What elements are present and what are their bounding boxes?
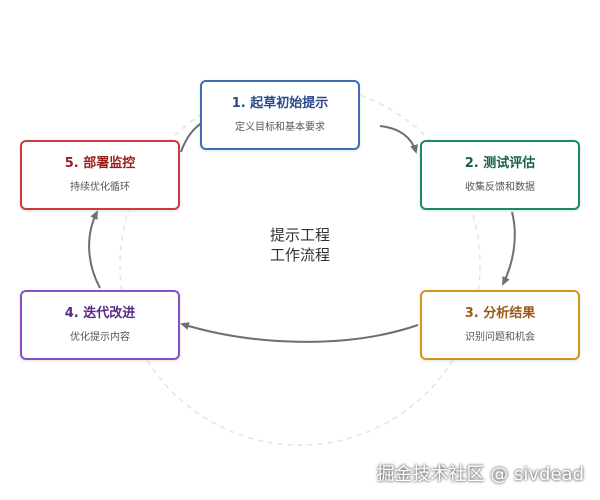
step-3-box: 3. 分析结果 识别问题和机会 xyxy=(420,290,580,360)
step-2-box: 2. 测试评估 收集反馈和数据 xyxy=(420,140,580,210)
step-5-title: 5. 部署监控 xyxy=(64,156,136,171)
step-5-description: 持续优化循环 xyxy=(70,182,130,193)
step-1-box: 1. 起草初始提示 定义目标和基本要求 xyxy=(200,80,360,150)
step-4-title: 4. 迭代改进 xyxy=(64,306,136,321)
watermark: 掘金技术社区 @ sivdead xyxy=(376,464,584,485)
center-label: 提示工程 工作流程 xyxy=(230,225,370,265)
center-label-line1: 提示工程 xyxy=(269,226,330,244)
step-4-description: 优化提示内容 xyxy=(70,332,130,343)
step-4-box: 4. 迭代改进 优化提示内容 xyxy=(20,290,180,360)
step-3-title: 3. 分析结果 xyxy=(464,306,536,321)
step-1-description: 定义目标和基本要求 xyxy=(235,122,325,133)
arrow-step3-to-step4 xyxy=(180,322,419,343)
arrow-step1-to-step2 xyxy=(379,125,418,154)
arrow-step4-to-step5 xyxy=(88,210,101,289)
guide-circle xyxy=(119,84,481,446)
step-1-title: 1. 起草初始提示 xyxy=(231,96,329,111)
step-5-box: 5. 部署监控 持续优化循环 xyxy=(20,140,180,210)
step-2-title: 2. 测试评估 xyxy=(464,156,536,171)
step-2-description: 收集反馈和数据 xyxy=(465,182,535,193)
arrow-step2-to-step3 xyxy=(502,211,516,286)
center-label-line2: 工作流程 xyxy=(269,246,330,264)
step-3-description: 识别问题和机会 xyxy=(465,332,535,343)
